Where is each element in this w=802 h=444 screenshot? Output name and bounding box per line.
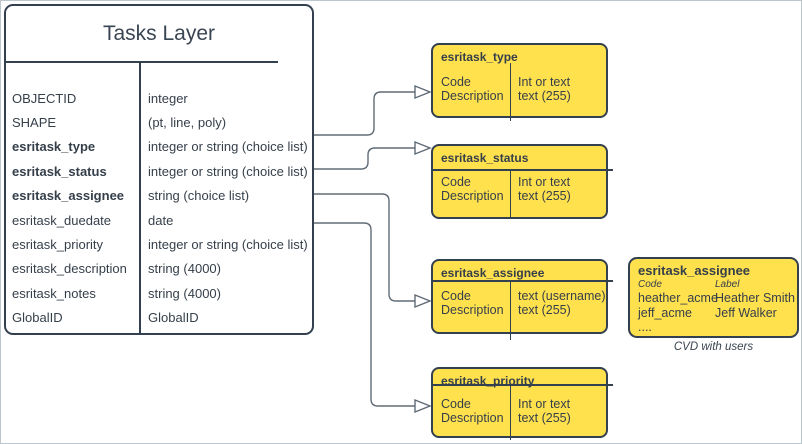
cvd-code: heather_acme	[638, 291, 718, 305]
field-type: integer or string (choice list)	[148, 237, 308, 253]
domain-values: text (username) text (255)	[518, 289, 606, 317]
domain-title: esritask_type	[441, 50, 518, 64]
domain-key: Code	[441, 397, 471, 411]
domain-key: Description	[441, 89, 504, 103]
domain-values: Int or text text (255)	[518, 175, 571, 203]
domain-value: text (255)	[518, 411, 571, 425]
domain-box-esritask-priority: esritask_priority Code Description Int o…	[431, 367, 613, 440]
domain-key: Description	[441, 303, 504, 317]
domain-header-divider	[431, 280, 613, 282]
cvd-label: Heather Smith	[715, 291, 795, 305]
domain-header-divider	[431, 384, 613, 386]
domain-title: esritask_assignee	[441, 266, 545, 280]
table-row: esritask_status integer or string (choic…	[6, 159, 312, 183]
domain-keys: Code Description	[441, 175, 504, 203]
field-name: esritask_notes	[12, 285, 96, 301]
title-divider	[4, 61, 278, 63]
domain-box-esritask-type: esritask_type Code Description Int or te…	[431, 43, 608, 121]
cvd-label	[715, 320, 797, 335]
cvd-code: jeff_acme	[638, 305, 692, 320]
table-row: OBJECTID integer	[6, 86, 312, 110]
field-type: (pt, line, poly)	[148, 115, 227, 131]
table-row: esritask_description string (4000)	[6, 257, 312, 281]
domain-keys: Code Description	[441, 289, 504, 317]
connector-type	[314, 91, 415, 136]
domain-value: text (255)	[518, 89, 571, 103]
domain-box-esritask-assignee: esritask_assignee Code Description text …	[431, 259, 613, 340]
domain-key: Code	[441, 75, 471, 89]
domain-value: Int or text	[518, 397, 571, 411]
tasks-layer-table: Tasks Layer OBJECTID integer SHAPE (pt, …	[4, 4, 314, 335]
domain-title: esritask_status	[441, 151, 529, 165]
table-row: esritask_notes string (4000)	[6, 281, 312, 305]
domain-key: Description	[441, 411, 504, 425]
tasks-layer-title: Tasks Layer	[102, 22, 216, 45]
field-name: OBJECTID	[12, 90, 77, 106]
cvd-title: esritask_assignee	[638, 263, 751, 278]
domain-value: text (username)	[518, 289, 606, 303]
field-name: SHAPE	[12, 115, 57, 131]
cvd-caption: CVD with users	[673, 341, 754, 353]
arrow-head-type	[414, 84, 432, 100]
arrow-head-priority	[414, 398, 432, 414]
cvd-col-header-code: Code	[638, 279, 662, 290]
field-type: string (4000)	[148, 285, 221, 301]
domain-column-divider	[510, 280, 511, 340]
domain-key: Code	[441, 175, 471, 189]
cvd-label: Jeff Walker	[715, 305, 777, 320]
cvd-grid: Code Label heather_acme Heather Smith je…	[638, 278, 797, 335]
cvd-users-box: esritask_assignee Code Label heather_acm…	[628, 257, 799, 338]
field-name: GlobalID	[12, 310, 63, 326]
field-name: esritask_type	[12, 139, 96, 155]
domain-key: Code	[441, 289, 471, 303]
domain-column-divider	[510, 169, 511, 217]
domain-values: Int or text text (255)	[518, 75, 571, 103]
connector-status	[314, 147, 415, 170]
field-name: esritask_priority	[12, 237, 104, 253]
domain-keys: Code Description	[441, 75, 504, 103]
field-type: integer or string (choice list)	[148, 163, 308, 179]
table-row: esritask_priority integer or string (cho…	[6, 232, 312, 256]
domain-values: Int or text text (255)	[518, 397, 571, 425]
domain-value: Int or text	[518, 75, 571, 89]
field-list: OBJECTID integer SHAPE (pt, line, poly) …	[6, 86, 312, 330]
field-type: integer or string (choice list)	[148, 139, 308, 155]
field-type: string (choice list)	[148, 188, 250, 204]
domain-column-divider	[510, 384, 511, 440]
connector-priority	[314, 222, 415, 407]
field-name: esritask_duedate	[12, 212, 112, 228]
domain-value: Int or text	[518, 175, 571, 189]
field-name: esritask_status	[12, 163, 107, 179]
cvd-col-header-label: Label	[715, 279, 740, 290]
domain-header-divider	[431, 169, 613, 171]
table-row: esritask_type integer or string (choice …	[6, 135, 312, 159]
table-row: esritask_duedate date	[6, 208, 312, 232]
arrow-head-status	[414, 140, 432, 156]
domain-box-esritask-status: esritask_status Code Description Int or …	[431, 144, 613, 219]
field-type: date	[148, 212, 174, 228]
field-type: GlobalID	[148, 310, 199, 326]
table-row: SHAPE (pt, line, poly)	[6, 110, 312, 134]
cvd-code: ....	[638, 320, 652, 334]
domain-column-divider	[510, 63, 511, 121]
domain-value: text (255)	[518, 189, 571, 203]
field-name: esritask_assignee	[12, 188, 125, 204]
field-type: integer	[148, 90, 188, 106]
connector-assignee	[314, 193, 415, 302]
field-type: string (4000)	[148, 261, 221, 277]
column-divider	[139, 61, 141, 333]
field-name: esritask_description	[12, 261, 127, 277]
table-row: esritask_assignee string (choice list)	[6, 184, 312, 208]
domain-value: text (255)	[518, 303, 571, 317]
table-row: GlobalID GlobalID	[6, 306, 312, 330]
domain-key: Description	[441, 189, 504, 203]
arrow-head-assignee	[414, 293, 432, 309]
domain-keys: Code Description	[441, 397, 504, 425]
